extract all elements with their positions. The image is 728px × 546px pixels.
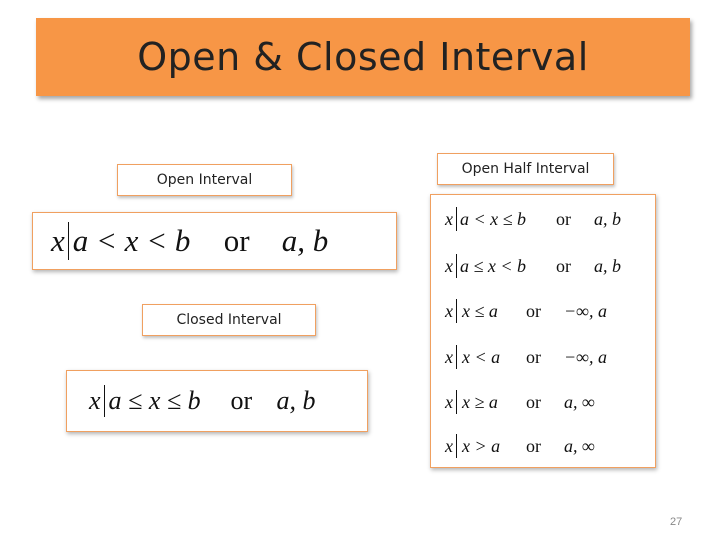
page-number: 27 <box>670 516 683 528</box>
open-or: or <box>223 223 250 258</box>
half-or: or <box>526 300 541 321</box>
half-var: x <box>445 435 453 456</box>
half-condition: a < x ≤ b <box>460 208 527 229</box>
half-or: or <box>556 255 571 276</box>
half-set: −∞, a <box>564 346 607 367</box>
half-or: or <box>556 208 571 229</box>
half-condition: x > a <box>462 435 501 456</box>
set-builder-bar <box>103 385 105 417</box>
half-var: x <box>445 208 453 229</box>
open-set: a, b <box>281 223 329 258</box>
half-condition: a ≤ x < b <box>460 255 527 276</box>
half-set: a, b <box>594 255 621 276</box>
set-builder-bar <box>456 207 457 231</box>
half-interval-row: x a < x ≤ b or a, b <box>431 206 655 232</box>
open-half-interval-box: x a < x ≤ b or a, b x a ≤ x < b or a, b … <box>430 194 656 468</box>
open-half-interval-label: Open Half Interval <box>437 153 614 185</box>
open-interval-label-text: Open Interval <box>156 172 253 188</box>
half-interval-row: x a ≤ x < b or a, b <box>431 253 655 279</box>
closed-interval-box: x a ≤ x ≤ b or a, b <box>66 370 368 432</box>
closed-interval-label-text: Closed Interval <box>176 312 282 328</box>
closed-condition: a ≤ x ≤ b <box>108 386 201 415</box>
half-or: or <box>526 346 541 367</box>
open-interval-label: Open Interval <box>117 164 292 196</box>
half-interval-row: x x ≥ a or a, ∞ <box>431 389 655 415</box>
half-interval-row: x x > a or a, ∞ <box>431 433 655 459</box>
open-condition: a < x < b <box>72 223 191 258</box>
slide-title: Open & Closed Interval <box>137 35 589 79</box>
half-condition: x ≤ a <box>462 300 498 321</box>
closed-interval-label: Closed Interval <box>142 304 316 336</box>
half-or: or <box>526 435 541 456</box>
half-interval-row: x x < a or −∞, a <box>431 344 655 370</box>
closed-set: a, b <box>276 386 316 415</box>
half-var: x <box>445 346 453 367</box>
half-set: −∞, a <box>564 300 607 321</box>
half-condition: x < a <box>462 346 501 367</box>
open-var: x <box>51 223 65 258</box>
half-or: or <box>526 391 541 412</box>
half-interval-row: x x ≤ a or −∞, a <box>431 298 655 324</box>
open-interval-box: x a < x < b or a, b <box>32 212 397 270</box>
half-var: x <box>445 255 453 276</box>
closed-var: x <box>89 386 101 415</box>
half-set: a, b <box>594 208 621 229</box>
set-builder-bar <box>456 390 457 414</box>
set-builder-bar <box>456 434 457 458</box>
open-half-interval-label-text: Open Half Interval <box>461 161 590 177</box>
closed-or: or <box>230 386 253 415</box>
title-banner: Open & Closed Interval <box>36 18 690 96</box>
set-builder-bar <box>67 222 69 260</box>
half-var: x <box>445 300 453 321</box>
half-set: a, ∞ <box>564 391 595 412</box>
set-builder-bar <box>456 345 457 369</box>
set-builder-bar <box>456 254 457 278</box>
half-var: x <box>445 391 453 412</box>
half-condition: x ≥ a <box>462 391 498 412</box>
half-set: a, ∞ <box>564 435 595 456</box>
set-builder-bar <box>456 299 457 323</box>
